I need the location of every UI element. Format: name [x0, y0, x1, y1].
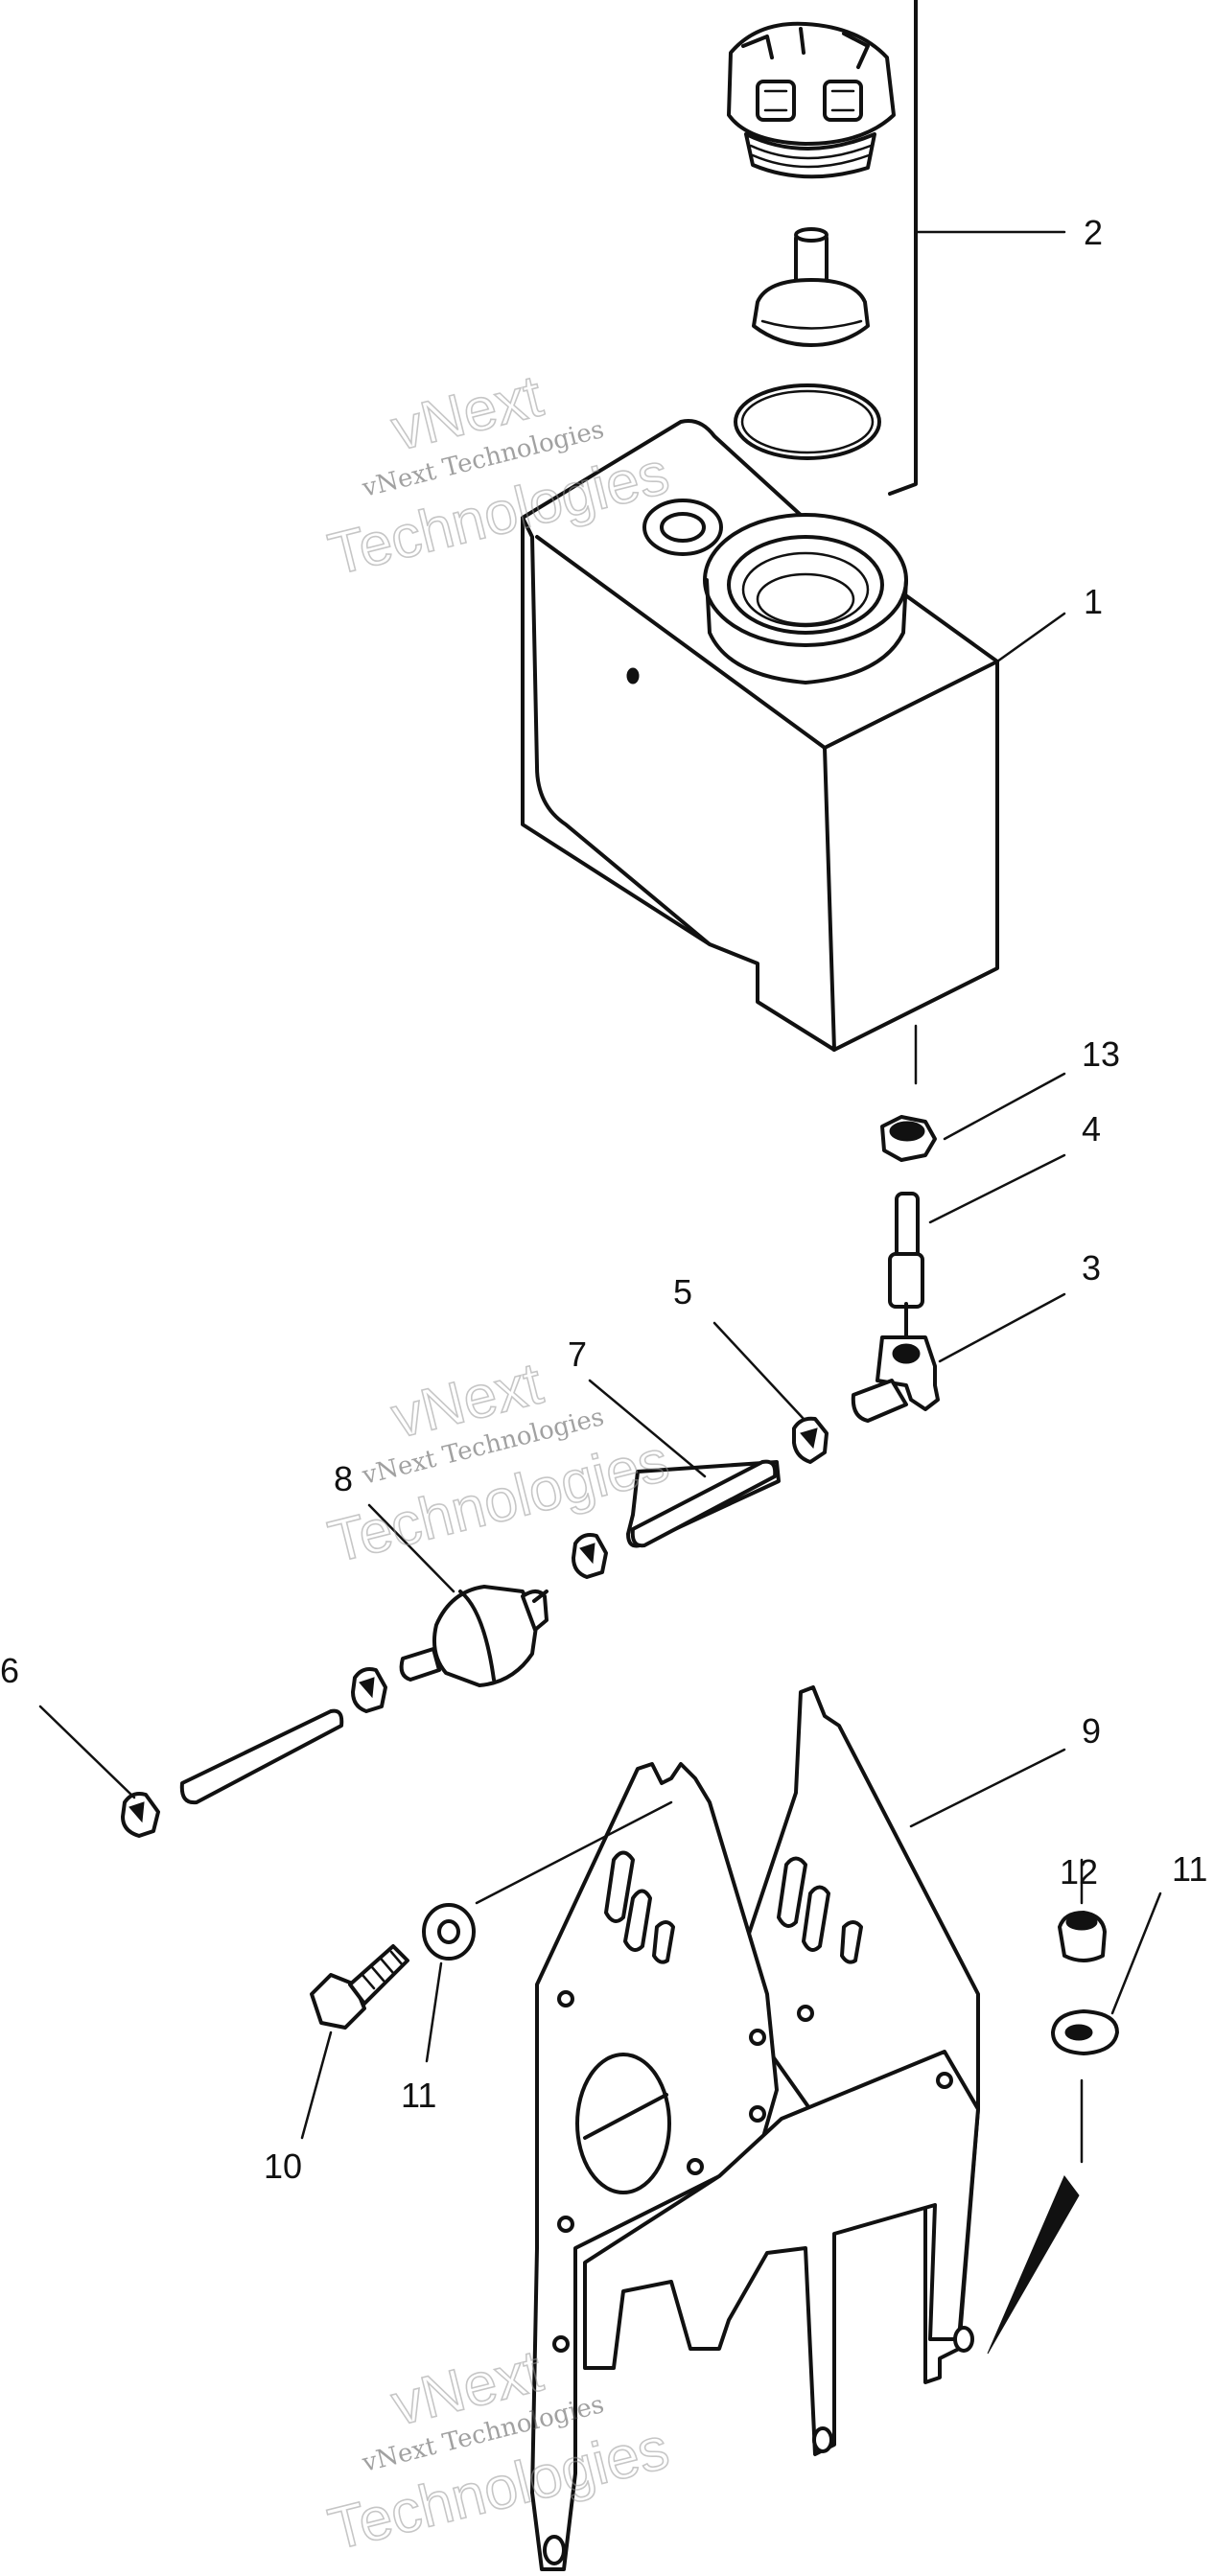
callout-11-right: 11 — [1172, 1849, 1207, 1889]
fuel-tank — [521, 419, 1066, 1085]
bushing-13 — [880, 1072, 1066, 1162]
fuel-pickup-4 — [888, 1153, 1066, 1344]
filler-cap — [727, 21, 896, 179]
callout-12: 12 — [1060, 1852, 1098, 1891]
bolt-10 — [300, 1944, 409, 2140]
filler-cap-assembly — [727, 0, 1066, 496]
fuel-valve-3 — [851, 1292, 1066, 1423]
callout-9: 9 — [1082, 1711, 1101, 1751]
hose-clamp-5 — [712, 1321, 829, 1464]
callout-4: 4 — [1082, 1109, 1101, 1149]
watermark-3: vNext vNext Technologies Technologies — [321, 2337, 675, 2564]
callout-6: 6 — [0, 1651, 19, 1690]
fuel-filter-8 — [367, 1503, 549, 1687]
callout-8: 8 — [334, 1459, 353, 1498]
tank-stand-9 — [530, 1685, 1084, 2571]
callout-2: 2 — [1084, 213, 1103, 252]
washer-11-left — [422, 1800, 673, 2063]
hose-clamp-mid — [572, 1533, 608, 1579]
callout-5: 5 — [673, 1272, 692, 1311]
callout-13: 13 — [1082, 1034, 1120, 1074]
washer-11-right — [1051, 1891, 1162, 2055]
watermark-2: vNext vNext Technologies Technologies — [321, 1350, 675, 1577]
callout-3: 3 — [1082, 1248, 1101, 1288]
fuel-hose-7 — [588, 1379, 781, 1548]
cap-valve — [752, 227, 870, 347]
nut-12 — [1058, 1858, 1107, 1962]
bracket-line — [888, 0, 918, 496]
hose-clamp-6 — [38, 1705, 344, 1838]
cap-gasket — [734, 383, 881, 460]
callout-10: 10 — [264, 2147, 302, 2186]
callout-11-left: 11 — [401, 2076, 436, 2115]
callout-7: 7 — [568, 1334, 587, 1374]
callout-1: 1 — [1084, 582, 1103, 621]
hose-clamp-left — [351, 1667, 387, 1713]
